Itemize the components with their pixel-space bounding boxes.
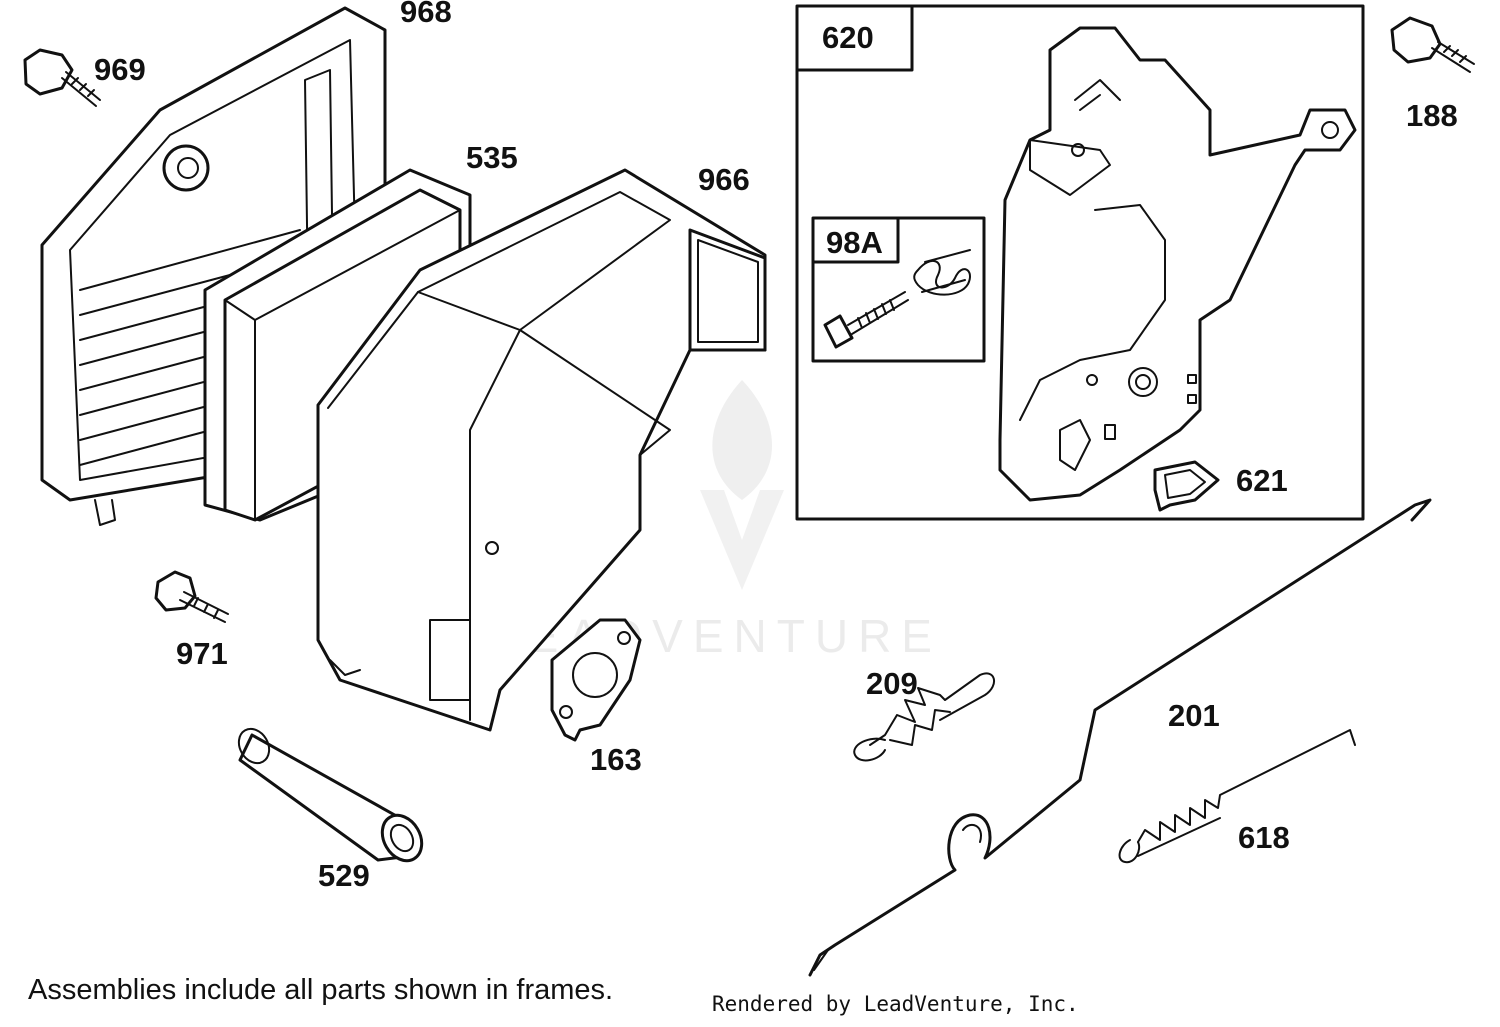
- part-label-969: 969: [94, 52, 146, 87]
- part-label-209: 209: [866, 666, 918, 701]
- assemblies-note: Assemblies include all parts shown in fr…: [28, 974, 614, 1006]
- air-cleaner-base-966[interactable]: [316, 168, 767, 732]
- part-label-621: 621: [1236, 463, 1288, 498]
- render-credit: Rendered by LeadVenture, Inc.: [712, 992, 1079, 1016]
- frame-label-620: 620: [822, 20, 874, 55]
- part-label-971: 971: [176, 636, 228, 671]
- part-label-201: 201: [1168, 698, 1220, 733]
- rod-201[interactable]: [808, 498, 1432, 977]
- part-label-618: 618: [1238, 820, 1290, 855]
- part-label-188: 188: [1406, 98, 1458, 133]
- part-label-529: 529: [318, 858, 370, 893]
- kit-frame-98a: 98A: [811, 216, 986, 363]
- part-label-535: 535: [466, 140, 518, 175]
- spring-618[interactable]: [1118, 729, 1356, 864]
- screw-971[interactable]: [154, 570, 229, 623]
- gasket-163[interactable]: [550, 618, 642, 742]
- part-label-163: 163: [590, 742, 642, 777]
- screw-969[interactable]: [23, 48, 101, 107]
- tube-529[interactable]: [233, 723, 430, 867]
- governor-control-bracket[interactable]: [998, 26, 1357, 502]
- screw-and-spring-98a[interactable]: [823, 249, 971, 349]
- clip-621[interactable]: [1153, 460, 1220, 512]
- assembly-frame-620: 620: [795, 4, 1365, 521]
- part-label-966: 966: [698, 162, 750, 197]
- screw-188[interactable]: [1390, 16, 1475, 73]
- spring-209[interactable]: [853, 672, 995, 762]
- leadventure-watermark: LEADVENTURE: [492, 380, 932, 662]
- frame-label-98a: 98A: [826, 225, 883, 260]
- part-label-968: 968: [400, 0, 452, 29]
